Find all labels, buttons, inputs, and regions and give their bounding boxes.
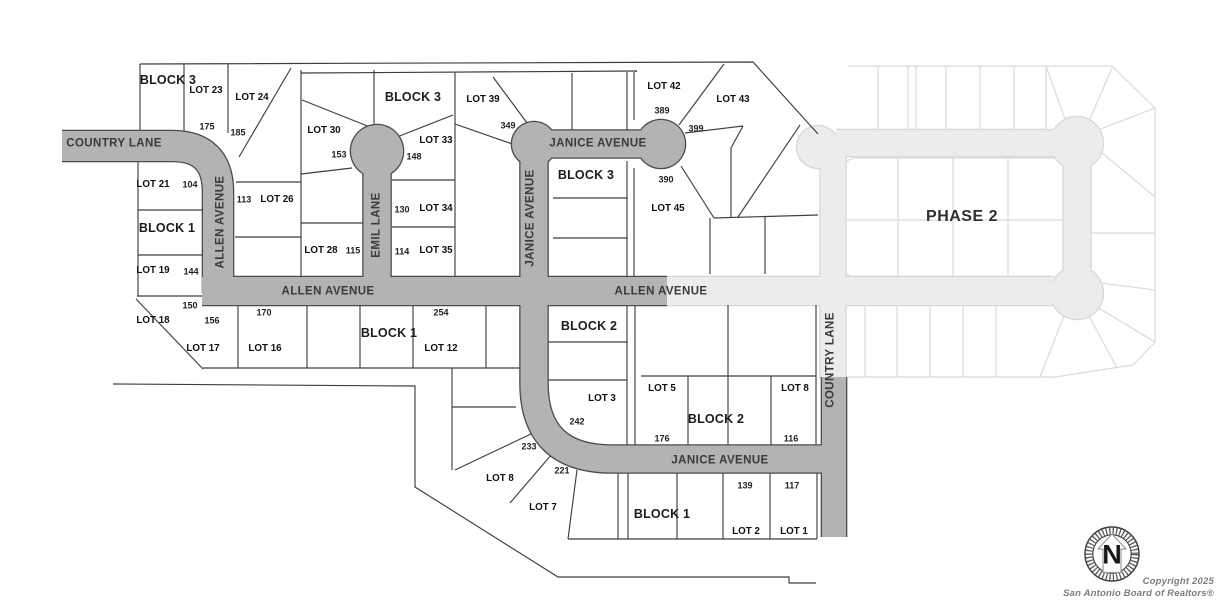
street-label-country-lane: COUNTRY LANE	[66, 137, 162, 150]
dimension-390: 390	[658, 174, 674, 185]
dimension-130: 130	[394, 204, 410, 215]
dimension-170: 170	[256, 307, 272, 318]
dimension-153: 153	[331, 149, 347, 160]
block-label-2-upper: BLOCK 2	[560, 318, 618, 333]
lot-label-24: LOT 24	[235, 92, 269, 104]
dimension-399: 399	[688, 123, 704, 134]
lot-label-42: LOT 42	[647, 81, 681, 93]
street-label-emil-lane: EMIL LANE	[370, 192, 383, 258]
block-label-3-nw: BLOCK 3	[139, 72, 197, 87]
compass-north-label: N	[1102, 539, 1122, 570]
dimension-221: 221	[554, 465, 570, 476]
dimension-116: 116	[783, 433, 799, 444]
dimension-156: 156	[204, 315, 220, 326]
dimension-349: 349	[500, 120, 516, 131]
phase2-lot-lines	[841, 65, 1156, 378]
dimension-254: 254	[433, 307, 449, 318]
lot-label-18: LOT 18	[136, 315, 170, 327]
dimension-139: 139	[737, 480, 753, 491]
dimension-113: 113	[236, 194, 252, 205]
lot-label-8-south: LOT 8	[486, 473, 514, 485]
lot-label-17: LOT 17	[186, 343, 220, 355]
street-label-janice-avenue-top: JANICE AVENUE	[549, 137, 647, 150]
block-label-3-emil: BLOCK 3	[384, 89, 442, 104]
lot-label-43: LOT 43	[716, 94, 750, 106]
lot-label-21: LOT 21	[136, 179, 170, 191]
dimension-114: 114	[394, 246, 410, 257]
lot-lines	[112, 61, 819, 584]
phase2-roads	[667, 117, 1103, 378]
street-label-allen-avenue-west: ALLEN AVENUE	[281, 285, 375, 298]
lot-label-19: LOT 19	[136, 265, 170, 277]
phase2-label: PHASE 2	[926, 208, 998, 225]
block-label-2-lower: BLOCK 2	[687, 411, 745, 426]
lot-label-12: LOT 12	[424, 343, 458, 355]
street-label-janice-avenue-vertical: JANICE AVENUE	[524, 169, 537, 267]
block-label-1-west: BLOCK 1	[138, 220, 196, 235]
lot-label-33: LOT 33	[419, 135, 453, 147]
lot-label-16: LOT 16	[248, 343, 282, 355]
street-label-country-lane-east: COUNTRY LANE	[824, 312, 837, 408]
lot-label-3: LOT 3	[588, 393, 616, 405]
roads	[62, 120, 846, 537]
dimension-233: 233	[521, 441, 537, 452]
lot-label-2: LOT 2	[732, 526, 760, 538]
dimension-115: 115	[345, 245, 361, 256]
dimension-175: 175	[199, 121, 215, 132]
street-label-allen-avenue-vertical: ALLEN AVENUE	[214, 175, 227, 269]
block-label-1-south: BLOCK 1	[633, 506, 691, 521]
lot-label-7: LOT 7	[529, 502, 557, 514]
lot-label-26: LOT 26	[260, 194, 294, 206]
dimension-242: 242	[569, 416, 585, 427]
lot-label-30: LOT 30	[307, 125, 341, 137]
street-label-allen-avenue-east: ALLEN AVENUE	[614, 285, 708, 298]
dimension-144: 144	[183, 266, 199, 277]
dimension-148: 148	[406, 151, 422, 162]
dimension-104: 104	[182, 179, 198, 190]
block-label-1-mid: BLOCK 1	[360, 325, 418, 340]
lot-label-5: LOT 5	[648, 383, 676, 395]
copyright-line1: Copyright 2025	[1142, 576, 1214, 587]
lot-label-35: LOT 35	[419, 245, 453, 257]
dimension-150: 150	[182, 300, 198, 311]
lot-label-28: LOT 28	[304, 245, 338, 257]
lot-label-34: LOT 34	[419, 203, 453, 215]
lot-label-39: LOT 39	[466, 94, 500, 106]
lot-label-23: LOT 23	[189, 85, 223, 97]
lot-label-8-block2: LOT 8	[781, 383, 809, 395]
lot-label-45: LOT 45	[651, 203, 685, 215]
dimension-185: 185	[230, 127, 246, 138]
lot-label-1: LOT 1	[780, 526, 808, 538]
street-label-janice-avenue-south: JANICE AVENUE	[671, 454, 769, 467]
dimension-176: 176	[654, 433, 670, 444]
dimension-389: 389	[654, 105, 670, 116]
copyright-line2: San Antonio Board of Realtors®	[1063, 588, 1214, 599]
north-compass-icon	[1084, 526, 1140, 582]
dimension-117: 117	[784, 480, 800, 491]
block-label-3-janice: BLOCK 3	[557, 167, 615, 182]
